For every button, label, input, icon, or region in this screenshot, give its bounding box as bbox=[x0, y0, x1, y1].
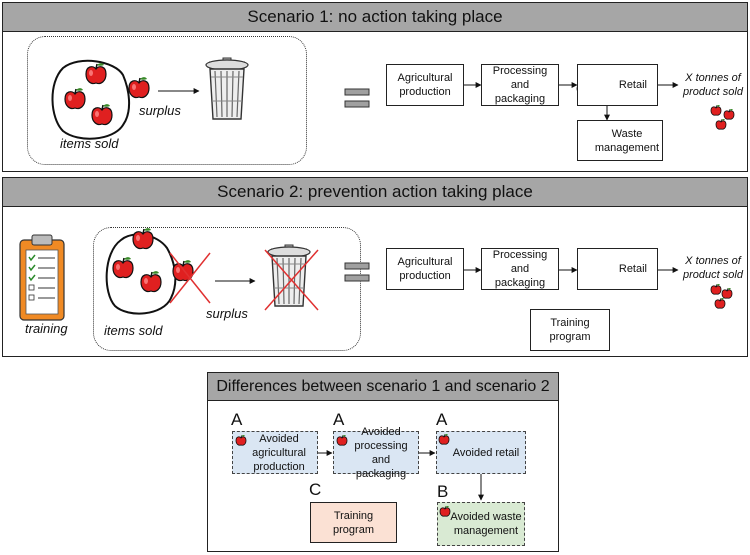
differences-panel: Differences between scenario 1 and scena… bbox=[207, 372, 559, 552]
apple-icon bbox=[715, 118, 727, 130]
apple-icon bbox=[714, 297, 726, 309]
letter-a: A bbox=[333, 410, 345, 429]
apple-icon bbox=[336, 434, 348, 446]
stage-retail-label: Retail bbox=[618, 263, 647, 275]
apple-icon bbox=[438, 433, 450, 445]
avoided-processing-packaging: Avoided processing and packaging bbox=[333, 426, 419, 480]
stage-processing-packaging: Processing and packaging bbox=[481, 64, 559, 106]
avoided-retail: Avoided retail bbox=[436, 431, 526, 474]
avoided-waste-management: Avoided waste management bbox=[437, 502, 525, 546]
scenario1-title: Scenario 1: no action taking place bbox=[3, 3, 747, 32]
apple-icon bbox=[112, 256, 134, 279]
training-label: training bbox=[25, 321, 68, 336]
scenario2-panel: Scenario 2: prevention action taking pla… bbox=[2, 177, 748, 357]
training-program-label: Training program bbox=[333, 509, 374, 536]
items-sold-label: items sold bbox=[104, 323, 163, 338]
apple-icon bbox=[710, 104, 722, 116]
scenario1-consumer-area bbox=[27, 36, 307, 165]
stage-retail: Retail bbox=[577, 64, 658, 106]
apple-icon bbox=[710, 283, 722, 295]
avoided-retail-label: Avoided retail bbox=[452, 446, 520, 459]
scenario2-graphics bbox=[19, 227, 733, 321]
apple-icon bbox=[439, 505, 451, 517]
output-label: X tonnes of product sold bbox=[683, 72, 743, 98]
apple-icon bbox=[140, 270, 162, 293]
apple-icon bbox=[132, 227, 154, 250]
stage-retail-label: Retail bbox=[618, 79, 647, 91]
items-sold-label: items sold bbox=[60, 136, 119, 151]
output-label: X tonnes of product sold bbox=[683, 255, 743, 281]
stage-agricultural-production: Agricultural production bbox=[386, 248, 464, 290]
trash-bin-icon bbox=[266, 243, 312, 308]
scenario2-title: Scenario 2: prevention action taking pla… bbox=[3, 178, 747, 207]
stage-retail: Retail bbox=[577, 248, 658, 290]
training-program-box: Training program bbox=[530, 309, 610, 351]
avoided-agricultural-production: Avoided agricultural production bbox=[232, 431, 318, 474]
apple-icon bbox=[64, 87, 86, 110]
apple-icon bbox=[85, 62, 107, 85]
surplus-label: surplus bbox=[139, 103, 181, 118]
stage-waste-management: Waste management bbox=[577, 120, 663, 161]
apple-icon bbox=[235, 434, 247, 446]
training-program-difference: Training program bbox=[310, 502, 397, 543]
letter-a: A bbox=[231, 410, 243, 429]
equals-icon bbox=[344, 262, 370, 270]
scenario1-graphics bbox=[51, 56, 735, 140]
avoided-waste-label: Avoided waste management bbox=[450, 511, 522, 537]
waste-label: Waste management bbox=[594, 127, 660, 154]
letter-c: C bbox=[309, 480, 322, 499]
stage-agricultural-production: Agricultural production bbox=[386, 64, 464, 106]
scenario2-consumer-area bbox=[93, 227, 361, 351]
differences-title: Differences between scenario 1 and scena… bbox=[208, 373, 558, 401]
letter-a: A bbox=[436, 410, 448, 429]
items-sold-outline bbox=[51, 59, 130, 140]
apple-icon bbox=[128, 76, 150, 99]
surplus-label: surplus bbox=[206, 306, 248, 321]
scenario1-panel: Scenario 1: no action taking place items… bbox=[2, 2, 748, 172]
apple-icon bbox=[91, 103, 113, 126]
apple-icon bbox=[723, 108, 735, 120]
equals-icon bbox=[344, 88, 370, 96]
differences-graphics bbox=[235, 433, 484, 517]
trash-bin-icon bbox=[204, 56, 250, 121]
clipboard-icon bbox=[19, 234, 65, 321]
letter-b: B bbox=[437, 482, 449, 501]
avoided-agricultural-label: Avoided agricultural production bbox=[252, 432, 306, 473]
apple-icon bbox=[721, 287, 733, 299]
avoided-processing-label: Avoided processing and packaging bbox=[354, 425, 408, 480]
items-sold-outline bbox=[105, 233, 177, 315]
stage-processing-packaging: Processing and packaging bbox=[481, 248, 559, 290]
